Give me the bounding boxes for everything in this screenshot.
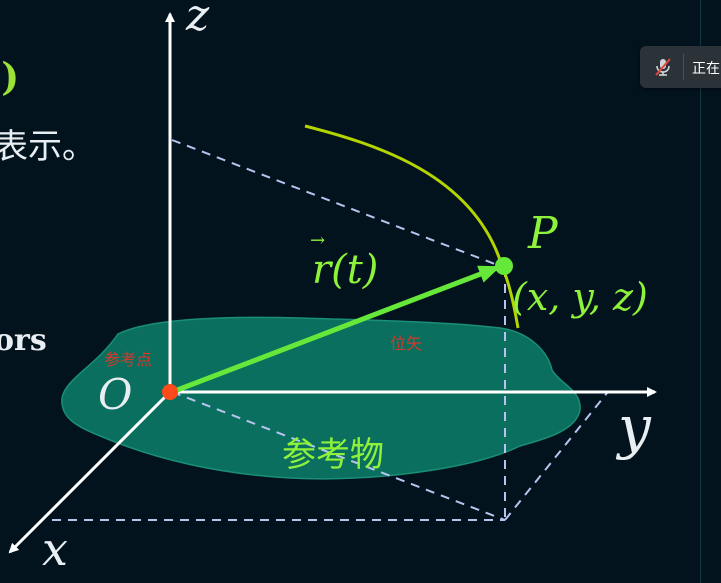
mic-muted-icon[interactable]: [652, 56, 674, 78]
origin-dot: [162, 384, 178, 400]
y-axis-label: y: [618, 393, 651, 461]
cut-paren-text: ·): [0, 54, 20, 99]
cut-line-2: ors: [0, 323, 47, 358]
x-axis-label: x: [42, 522, 68, 576]
vector-label: r(t): [312, 247, 379, 293]
trajectory-curve: [304, 124, 520, 329]
reference-object-label: 参考物: [282, 435, 384, 475]
mic-status-overlay[interactable]: 正在: [640, 46, 721, 88]
reference-object-blob: [61, 316, 581, 480]
point-p-dot: [495, 257, 513, 275]
vector-arrow-mark: →: [310, 230, 326, 251]
dash-diagonal: [171, 391, 506, 521]
point-coordinates: (x, y, z): [512, 275, 648, 319]
overlay-separator: [683, 54, 684, 80]
z-axis-label: z: [186, 0, 210, 41]
dash-right: [504, 392, 608, 521]
overlay-status-text: 正在: [692, 61, 720, 77]
dash-top: [171, 139, 501, 267]
origin-label: O: [98, 370, 133, 419]
cut-line-1: 表示。: [0, 127, 96, 167]
point-p-label: P: [528, 208, 558, 259]
x-axis-line: [8, 390, 172, 554]
reference-point-label: 参考点: [104, 350, 153, 369]
position-vector: [171, 264, 501, 395]
right-edge-line: [700, 0, 701, 583]
position-vector-label: 位矢: [390, 334, 423, 353]
dashed-lines: [52, 139, 608, 521]
